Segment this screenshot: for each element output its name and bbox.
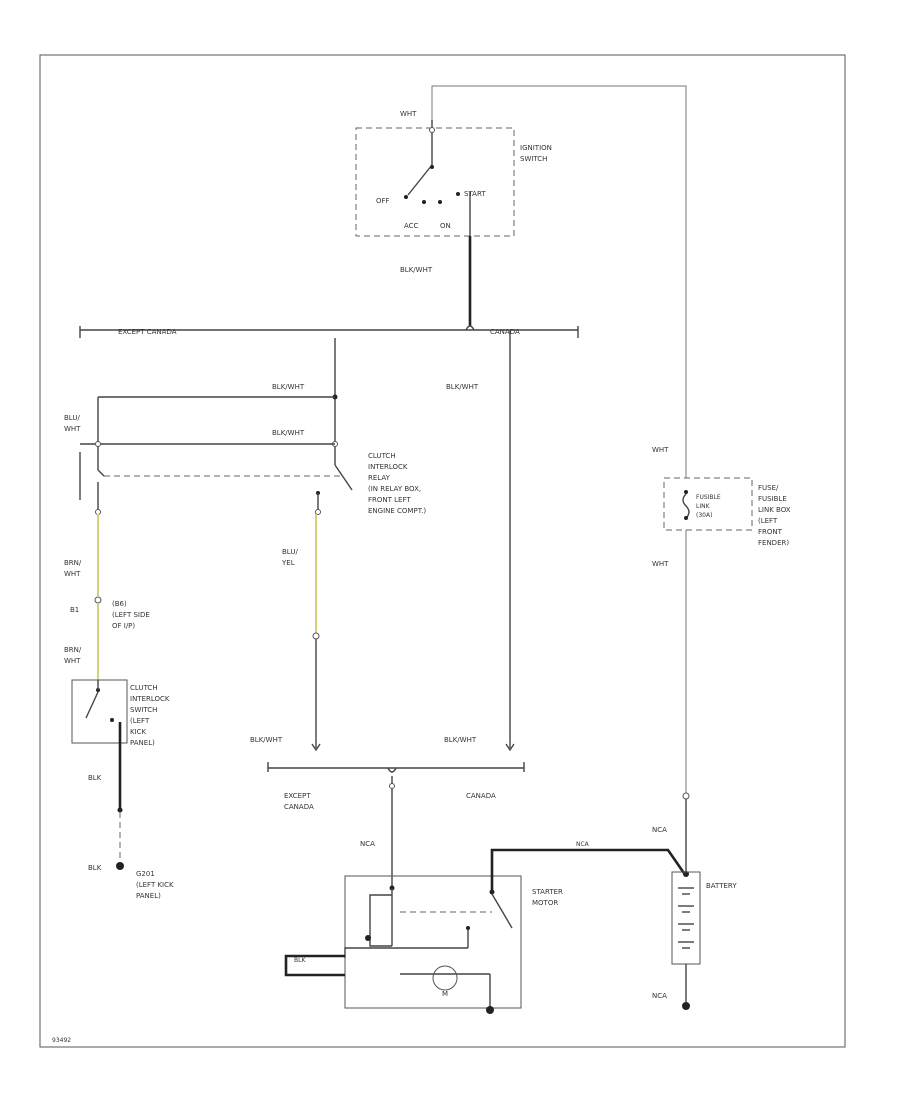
wire-blk-wht-3: BLK/WHT (250, 736, 283, 744)
relay-title-6: ENGINE COMPT.) (368, 507, 426, 515)
ignition-wire-out-label: BLK/WHT (400, 266, 433, 274)
clutch-switch: CLUTCH INTERLOCK SWITCH (LEFT KICK PANEL… (71, 679, 170, 810)
starter-title-1: STARTER (532, 888, 563, 896)
fuse-label-1: FUSIBLE (696, 494, 721, 501)
ignition-wire-in-label: WHT (400, 110, 417, 118)
top-bus-canada: CANADA (490, 328, 520, 336)
relay-title-3: RELAY (368, 474, 391, 482)
bottom-bus-except-1: EXCEPT (284, 792, 311, 800)
wire-blk-wht-2: BLK/WHT (272, 429, 305, 437)
fuse-label-3: (30A) (696, 512, 712, 519)
wire-brn-wht-1b: WHT (64, 570, 81, 578)
relay-title-2: INTERLOCK (368, 463, 408, 471)
fuse-title-4: (LEFT (758, 517, 778, 525)
battery-title: BATTERY (706, 882, 737, 890)
starter-title-2: MOTOR (532, 899, 558, 907)
relay-title-5: FRONT LEFT (368, 496, 411, 504)
diagram-code: 93492 (52, 1037, 71, 1044)
wht-main-wire (431, 85, 687, 478)
clutch-relay: BLK/WHT BLK/WHT CLUTCH INTERLOCK RELAY (… (80, 338, 426, 515)
blu-yel-wire: BLU/ YEL BLK/WHT BLK/WHT (250, 514, 515, 752)
switch-title-6: PANEL) (130, 739, 155, 747)
wire-nca-1: NCA (360, 840, 375, 848)
wire-blu-wht-2: WHT (64, 425, 81, 433)
top-bus-except-canada: EXCEPT CANADA (118, 328, 177, 336)
fuse-title-6: FENDER) (758, 539, 789, 547)
ground-g201: BLK BLK G201 (LEFT KICK PANEL) (88, 774, 174, 900)
ignition-pos-on: ON (440, 222, 451, 230)
switch-title-1: CLUTCH (130, 684, 158, 692)
ground-title-3: PANEL) (136, 892, 161, 900)
wire-nca-3: NCA (652, 992, 667, 1000)
wire-blk-2: BLK (88, 864, 102, 872)
wire-brn-wht-1a: BRN/ (64, 559, 82, 567)
top-bus: EXCEPT CANADA CANADA (79, 325, 579, 338)
starter-motor-m: M (442, 990, 448, 998)
ground-title-2: (LEFT KICK (136, 881, 174, 889)
fuse-title-3: LINK BOX (758, 506, 791, 514)
ignition-title-1: IGNITION (520, 144, 552, 152)
relay-title-4: (IN RELAY BOX, (368, 485, 421, 493)
switch-title-5: KICK (130, 728, 147, 736)
wire-wht-2: WHT (652, 560, 669, 568)
left-branch: BLU/ WHT BRN/ WHT B1 (B6) (LEFT SIDE OF … (64, 397, 150, 680)
connector-b1-title-1: (B6) (112, 600, 127, 608)
fuse-title-5: FRONT (758, 528, 783, 536)
wire-blk-motor: BLK (294, 957, 306, 964)
battery: NCA BATTERY NCA (652, 792, 737, 1010)
switch-title-2: INTERLOCK (130, 695, 170, 703)
wire-blk-wht-4: BLK/WHT (444, 736, 477, 744)
bottom-bus: EXCEPT CANADA CANADA NCA (267, 762, 525, 880)
connector-b1-title-3: OF I/P) (112, 622, 135, 630)
fuse-label-2: LINK (696, 503, 711, 510)
wire-blk-1: BLK (88, 774, 102, 782)
ignition-pos-start: START (464, 190, 486, 198)
ignition-title-2: SWITCH (520, 155, 547, 163)
wire-wht-1: WHT (652, 446, 669, 454)
fuse-title-2: FUSIBLE (758, 495, 787, 503)
wire-nca-2: NCA (652, 826, 667, 834)
diagram-frame (39, 54, 846, 1048)
starter-motor: M STARTER MOTOR BLK (284, 875, 563, 1014)
connector-b1-title-2: (LEFT SIDE (112, 611, 150, 619)
wire-blk-wht-1: BLK/WHT (272, 383, 305, 391)
connector-b1-id: B1 (70, 606, 79, 614)
wire-brn-wht-2a: BRN/ (64, 646, 82, 654)
switch-title-3: SWITCH (130, 706, 157, 714)
fuse-title-1: FUSE/ (758, 484, 779, 492)
switch-title-4: (LEFT (130, 717, 150, 725)
ground-title-1: G201 (136, 870, 155, 878)
wire-brn-wht-2b: WHT (64, 657, 81, 665)
ignition-pos-off: OFF (376, 197, 390, 205)
battery-cable: NCA (490, 841, 688, 892)
wire-blu-yel-2: YEL (281, 559, 295, 567)
bottom-bus-except-2: CANADA (284, 803, 314, 811)
fusible-link: WHT FUSIBLE LINK (30A) FUSE/ FUSIBLE LIN… (652, 446, 791, 794)
wire-nca-cable: NCA (576, 841, 590, 848)
wire-blu-wht-1: BLU/ (64, 414, 80, 422)
bottom-bus-canada: CANADA (466, 792, 496, 800)
wire-blk-wht-canada: BLK/WHT (446, 383, 479, 391)
relay-title-1: CLUTCH (368, 452, 396, 460)
wire-blu-yel-1: BLU/ (282, 548, 298, 556)
ignition-pos-acc: ACC (404, 222, 419, 230)
ignition-switch: WHT OFF ACC ON START IGNITION SWITCH BLK… (355, 110, 552, 326)
